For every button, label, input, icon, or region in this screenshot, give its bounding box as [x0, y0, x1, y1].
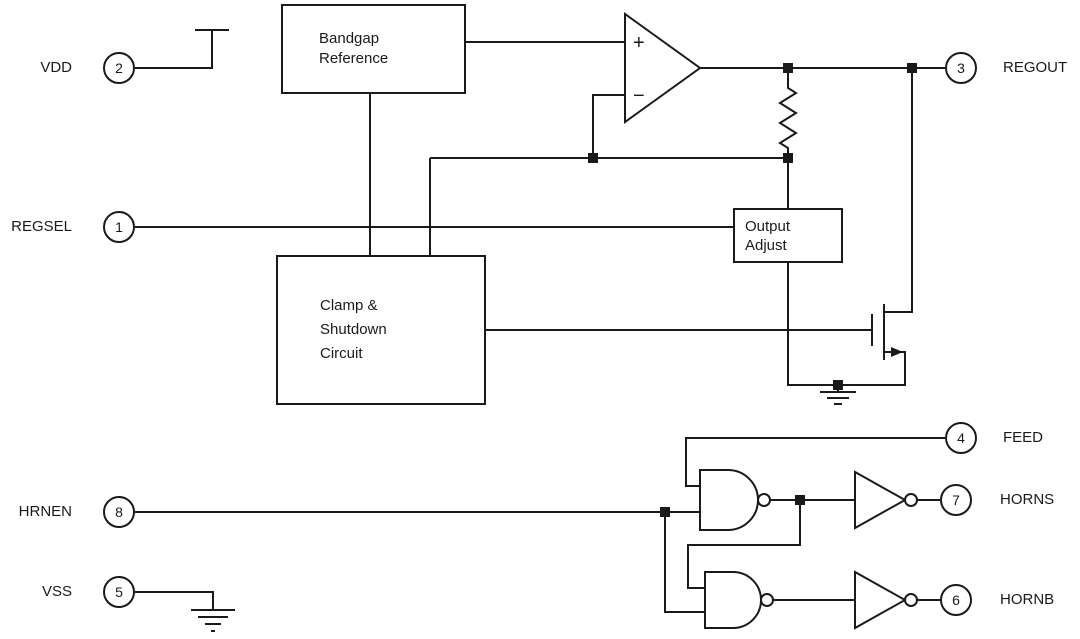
pin-label-regout: REGOUT [1003, 59, 1068, 76]
block-bandgap-reference: Bandgap Reference [281, 4, 466, 94]
nand-gate-1 [699, 469, 759, 531]
pin-label-vdd: VDD [40, 59, 72, 76]
mosfet-source-arrow [891, 347, 903, 357]
pin-number-regout: 3 [957, 60, 965, 76]
nand-gate-1-bubble [757, 493, 771, 507]
pin-number-hrnen: 8 [115, 504, 123, 520]
mosfet-drain-wire [884, 68, 913, 313]
resistor [778, 68, 798, 158]
junction-dot [660, 507, 670, 517]
block-output-adjust: Output Adjust [733, 208, 843, 263]
pin-label-hornb: HORNB [1000, 591, 1055, 608]
nand1-to-nand2-wire [687, 500, 801, 589]
junction-dot [795, 495, 805, 505]
inverter-1-bubble [904, 493, 918, 507]
junction-dot [833, 380, 843, 390]
pin-number-vss: 5 [115, 584, 123, 600]
pin-label-vss: VSS [41, 583, 72, 600]
opamp-plus-sign: + [633, 32, 645, 54]
junction-dot [588, 153, 598, 163]
output-adjust-ground-wire [787, 263, 906, 386]
pin-circle-regout: 3 [945, 52, 977, 84]
pin-number-vdd: 2 [115, 60, 123, 76]
junction-dot [783, 153, 793, 163]
pin-label-horns: HORNS [1000, 491, 1055, 508]
pin-number-feed: 4 [957, 430, 965, 446]
pin-circle-vss: 5 [103, 576, 135, 608]
junction-dot [783, 63, 793, 73]
pin-circle-feed: 4 [945, 422, 977, 454]
opamp-triangle [624, 12, 702, 124]
pin-number-horns: 7 [952, 492, 960, 508]
pin-label-hrnen: HRNEN [18, 503, 72, 520]
feed-wire [685, 437, 945, 487]
junction-dot [907, 63, 917, 73]
hrnen-branch-wire [664, 512, 705, 613]
pin-circle-regsel: 1 [103, 211, 135, 243]
pin-number-regsel: 1 [115, 219, 123, 235]
vss-wire [135, 591, 214, 610]
pin-circle-vdd: 2 [103, 52, 135, 84]
opamp-minus-sign: − [633, 85, 645, 107]
nand-gate-2 [704, 571, 762, 629]
opamp-minus-wire [592, 94, 625, 158]
pin-label-regsel: REGSEL [11, 218, 72, 235]
nand-gate-2-bubble [760, 593, 774, 607]
pin-circle-horns: 7 [940, 484, 972, 516]
pin-number-hornb: 6 [952, 592, 960, 608]
block-clamp-shutdown: Clamp & Shutdown Circuit [276, 255, 486, 405]
inverter-1 [854, 470, 908, 530]
vdd-wire [135, 30, 213, 69]
pin-circle-hrnen: 8 [103, 496, 135, 528]
inverter-2-bubble [904, 593, 918, 607]
pin-label-feed: FEED [1003, 429, 1044, 446]
inverter-2 [854, 570, 908, 630]
pin-circle-hornb: 6 [940, 584, 972, 616]
